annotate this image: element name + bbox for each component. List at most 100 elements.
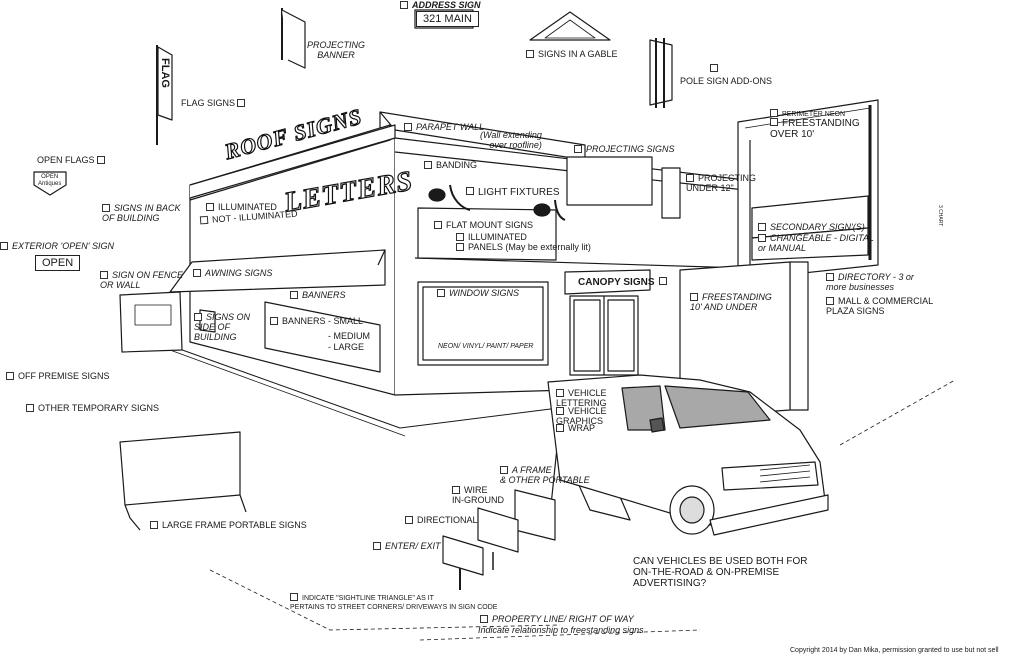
checkbox-icon[interactable] (102, 203, 110, 212)
large-frame-portable-label: LARGE FRAME PORTABLE SIGNS (150, 520, 307, 530)
checkbox-icon[interactable] (434, 220, 442, 229)
checkbox-icon[interactable] (770, 109, 778, 118)
other-temporary-label: OTHER TEMPORARY SIGNS (26, 403, 159, 413)
neon-vinyl-label: NEON/ VINYL/ PAINT/ PAPER (438, 343, 534, 350)
checkbox-icon[interactable] (193, 268, 201, 277)
checkbox-icon[interactable] (400, 0, 408, 9)
checkbox-icon[interactable] (466, 187, 474, 196)
checkbox-icon[interactable] (456, 242, 464, 251)
checkbox-icon[interactable] (758, 222, 766, 231)
a-frame-label: A FRAME & OTHER PORTABLE (500, 465, 590, 485)
mall-plaza-label: MALL & COMMERCIAL PLAZA SIGNS (826, 296, 934, 316)
enter-exit-label: ENTER/ EXIT (373, 541, 441, 551)
signs-on-side-label: SIGNS ON SIDE OF BUILDING (194, 312, 251, 342)
secondary-signs-label: SECONDARY SIGN'(S) (758, 222, 865, 232)
checkbox-icon[interactable] (826, 272, 834, 281)
banners-medium-label: - MEDIUM (328, 331, 370, 341)
portable-sign-stack (442, 489, 556, 590)
checkbox-icon[interactable] (500, 465, 508, 474)
checkbox-icon[interactable] (826, 296, 834, 305)
property-line-note: Indicate relationship to freestanding si… (478, 625, 644, 635)
checkbox-icon[interactable] (290, 290, 298, 299)
freestanding-under-label: FREESTANDING 10' AND UNDER (690, 292, 772, 312)
checkbox-icon[interactable] (452, 485, 460, 494)
checkbox-icon[interactable] (404, 122, 412, 131)
pole-sign-addons-label: POLE SIGN ADD-ONS (680, 64, 772, 86)
pole-addon-shape (649, 38, 673, 108)
sightline-label: INDICATE "SIGHTLINE TRIANGLE" AS IT PERT… (290, 593, 498, 611)
van-shape (547, 374, 829, 536)
checkbox-icon[interactable] (424, 160, 432, 169)
canopy-signs-label: CANOPY SIGNS (578, 277, 671, 288)
large-frame-portable-shape (119, 431, 247, 531)
sign-on-fence-label: SIGN ON FENCE OR WALL (100, 270, 184, 290)
parapet-wall-label: PARAPET WALL (404, 122, 484, 132)
checkbox-icon[interactable] (194, 312, 202, 321)
checkbox-icon[interactable] (373, 541, 381, 550)
checkbox-icon[interactable] (100, 270, 108, 279)
side-tag: 3 CHART (937, 205, 943, 227)
directional-label: DIRECTIONAL (405, 515, 478, 525)
open-antiques-text: OPEN Antiques (38, 174, 62, 187)
checkbox-icon[interactable] (456, 232, 464, 241)
checkbox-icon[interactable] (290, 593, 298, 602)
checkbox-icon[interactable] (150, 520, 158, 529)
signs-in-gable-label: SIGNS IN A GABLE (526, 49, 618, 59)
fence-sign-shape (119, 291, 183, 353)
checkbox-icon[interactable] (710, 64, 718, 72)
checkbox-icon[interactable] (690, 292, 698, 301)
address-sign-label: ADDRESS SIGN (400, 0, 481, 10)
checkbox-icon[interactable] (0, 241, 8, 250)
changeable-label: CHANGEABLE - DIGITAL or MANUAL (758, 233, 874, 253)
freestanding-over-label: FREESTANDING OVER 10' (770, 118, 860, 140)
projecting-signs-label: PROJECTING SIGNS (574, 144, 675, 154)
flag-signs-label: FLAG SIGNS (181, 98, 249, 108)
awning-signs-label: AWNING SIGNS (193, 268, 272, 278)
off-premise-label: OFF PREMISE SIGNS (6, 371, 110, 381)
parapet-note: (Wall extending over roofline) (480, 130, 542, 150)
exterior-open-label: EXTERIOR 'OPEN' SIGN (0, 241, 114, 251)
perimeter-neon-label: PERIMETER NEON (770, 109, 845, 120)
checkbox-icon[interactable] (199, 215, 209, 225)
wrap-label: WRAP (556, 423, 595, 433)
checkbox-icon[interactable] (237, 98, 246, 107)
banners-large-label: - LARGE (328, 342, 365, 352)
checkbox-icon[interactable] (658, 277, 667, 286)
checkbox-icon[interactable] (758, 233, 766, 242)
projecting-banner-label: PROJECTING BANNER (307, 40, 366, 60)
signs-in-back-label: SIGNS IN BACK OF BUILDING (102, 203, 181, 223)
wire-inground-label: WIRE IN-GROUND (452, 485, 504, 505)
checkbox-icon[interactable] (6, 371, 14, 380)
vehicles-question: CAN VEHICLES BE USED BOTH FOR ON-THE-ROA… (633, 556, 808, 589)
window-signs-label: WINDOW SIGNS (437, 288, 519, 298)
checkbox-icon[interactable] (526, 49, 534, 58)
vehicle-graphics-label: VEHICLE GRAPHICS (556, 406, 607, 426)
illuminated-letters-label: ILLUMINATED (206, 202, 277, 212)
flag-text: FLAG (159, 58, 171, 88)
checkbox-icon[interactable] (770, 118, 778, 127)
projecting-banner-shape (281, 8, 306, 69)
checkbox-icon[interactable] (437, 288, 445, 297)
checkbox-icon[interactable] (96, 155, 105, 164)
banding-label: BANDING (424, 160, 477, 170)
checkbox-icon[interactable] (574, 144, 582, 153)
checkbox-icon[interactable] (686, 173, 694, 182)
panels-label: PANELS (May be externally lit) (456, 242, 591, 252)
checkbox-icon[interactable] (26, 403, 34, 412)
checkbox-icon[interactable] (556, 423, 564, 432)
open-sign: OPEN (35, 255, 81, 271)
checkbox-icon[interactable] (556, 388, 564, 397)
gable-shape (529, 11, 611, 41)
pole-sign (679, 99, 879, 419)
flat-illuminated-label: ILLUMINATED (456, 232, 527, 242)
checkbox-icon[interactable] (405, 515, 413, 524)
banners-small-label: BANNERS - SMALL (270, 316, 363, 326)
flag-shape (156, 45, 173, 145)
property-line-label: PROPERTY LINE/ RIGHT OF WAY (480, 614, 634, 624)
checkbox-icon[interactable] (480, 614, 488, 623)
checkbox-icon[interactable] (270, 316, 278, 325)
checkbox-icon[interactable] (556, 406, 564, 415)
checkbox-icon[interactable] (206, 202, 214, 211)
